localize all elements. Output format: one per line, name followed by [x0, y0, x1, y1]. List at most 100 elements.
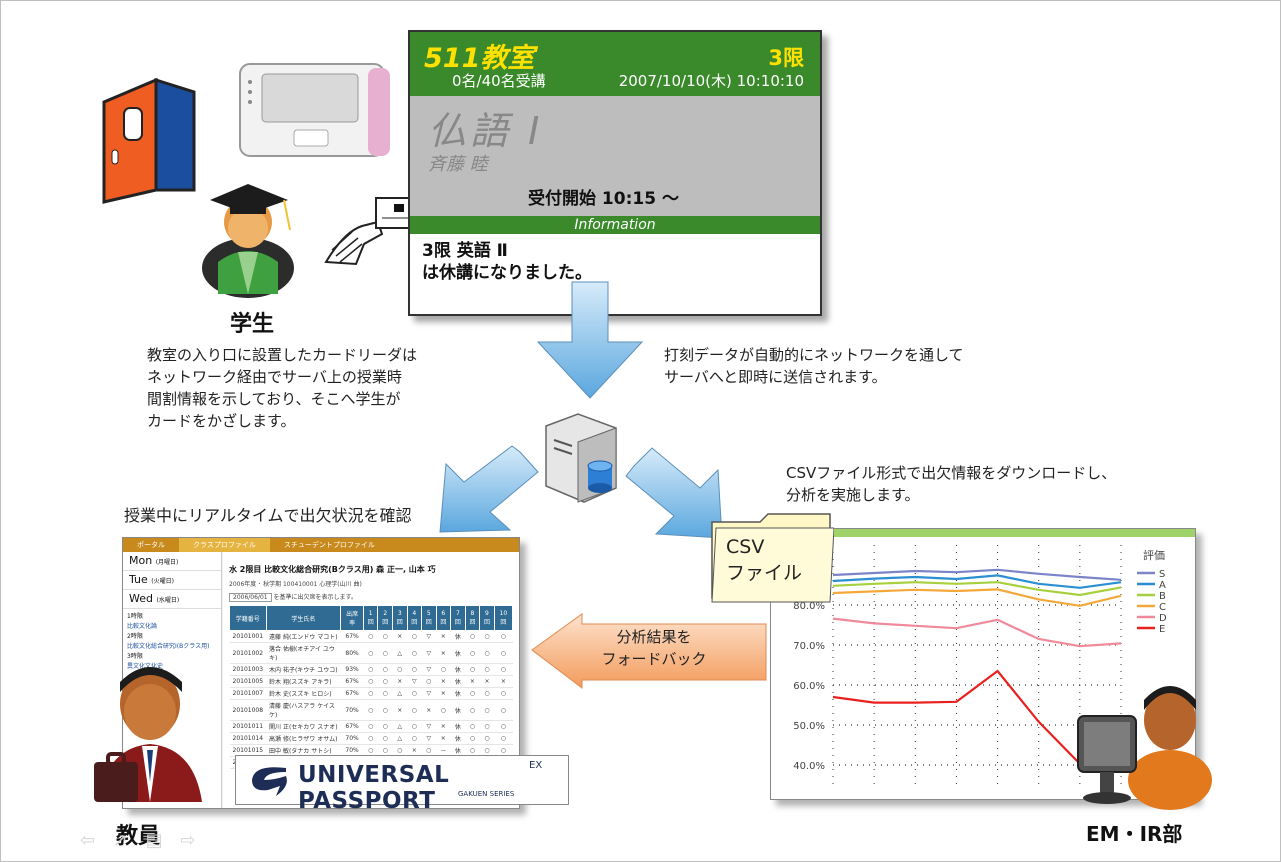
cell-mark: 休 [450, 687, 466, 700]
cell-mark: ○ [407, 732, 422, 745]
cell-mark: ○ [363, 720, 378, 733]
cell-mark: ○ [494, 687, 513, 700]
cell-mark: × [421, 699, 437, 721]
universal-passport-logo-icon [252, 767, 287, 796]
cell-mark: × [494, 675, 513, 688]
cell-rate: 67% [340, 630, 364, 643]
attendance-count: 0名/40名受講 [452, 72, 546, 90]
student-icon [202, 184, 294, 298]
day-tuesday[interactable]: Tue (火曜日) [123, 571, 221, 590]
cell-mark: ○ [436, 663, 451, 676]
cell-name: 鈴木 翔(スズキ アキラ) [266, 675, 341, 688]
display-datetime: 2007/10/10(木) 10:10:10 [618, 72, 804, 90]
cell-mark: ○ [377, 732, 393, 745]
cell-mark: ○ [363, 642, 378, 664]
cell-mark: 休 [450, 675, 466, 688]
cell-mark: ○ [494, 720, 513, 733]
cell-id: 20101007 [229, 687, 267, 700]
cell-mark: ○ [479, 642, 495, 664]
emir-label: EM・IR部 [1086, 822, 1183, 846]
display-header: 511教室 3限 0名/40名受講 2007/10/10(木) 10:10:10 [410, 32, 820, 96]
subject-name: 仏語 Ⅰ [428, 109, 544, 153]
cell-mark: ○ [494, 732, 513, 745]
cell-mark: ○ [407, 663, 422, 676]
period-label: 3限 [768, 46, 804, 70]
cell-mark: × [436, 732, 451, 745]
cell-mark: ○ [377, 687, 393, 700]
cell-mark: × [465, 675, 480, 688]
cell-mark: ▽ [421, 630, 437, 643]
cell-name: 落合 佑樹(オチアイ ユウキ) [266, 642, 341, 664]
cell-mark: △ [392, 732, 407, 745]
series-line-B [832, 581, 1122, 597]
student-description: 教室の入り口に設置したカードリーダは ネットワーク経由でサーバ上の授業時 間割情… [147, 346, 418, 430]
series-line-C [832, 588, 1122, 607]
cell-mark: × [436, 630, 451, 643]
cell-name: 木内 祐子(キウチ ユウコ) [266, 663, 341, 676]
cell-mark: ○ [465, 732, 480, 745]
card-reader-icon [239, 63, 390, 157]
tab-class-profile[interactable]: クラスプロファイル [179, 538, 270, 552]
legend-label-S: S [1159, 569, 1165, 580]
cell-mark: ▽ [421, 642, 437, 664]
cell-mark: ○ [494, 699, 513, 721]
cell-mark: ▽ [407, 675, 422, 688]
cell-mark: ○ [479, 699, 495, 721]
cell-id: 20101001 [229, 630, 267, 643]
cell-mark: ○ [407, 630, 422, 643]
day-monday[interactable]: Mon (月曜日) [123, 552, 221, 571]
cell-mark: ○ [479, 720, 495, 733]
cell-mark: × [392, 699, 407, 721]
date-input[interactable]: 2006/06/01 [229, 593, 272, 602]
cell-mark: × [479, 675, 495, 688]
door-icon [102, 77, 196, 204]
arrow-to-emir-icon [625, 447, 723, 539]
cell-mark: ○ [436, 699, 451, 721]
cell-mark: ○ [465, 642, 480, 664]
cell-mark: ○ [465, 720, 480, 733]
table-header: 7回 [450, 605, 466, 631]
cell-mark: ○ [363, 687, 378, 700]
cell-name: 高瀬 修(ヒラザワ オサム) [266, 732, 341, 745]
cell-name: 鈴木 史(スズキ ヒロシ) [266, 687, 341, 700]
cell-mark: ○ [494, 663, 513, 676]
cell-id: 20101003 [229, 663, 267, 676]
tab-student-profile[interactable]: スチューデントプロファイル [283, 541, 375, 549]
day-wednesday[interactable]: Wed (水曜日) [123, 590, 221, 609]
series-line-E [832, 669, 1122, 766]
csv-file: CSV ファイル [710, 512, 834, 604]
feedback-arrow-icon [531, 613, 767, 690]
table-header: 3回 [392, 605, 408, 631]
arrow-to-teacher-icon [439, 445, 539, 533]
cell-mark: ○ [363, 732, 378, 745]
universal-passport-logo: UNIVERSAL PASSPORT EX GAKUEN SERIES [235, 755, 569, 814]
cell-name: 関川 正(セキカワ スナオ) [266, 720, 341, 733]
cell-id: 20101014 [229, 732, 267, 745]
cell-mark: ○ [377, 663, 393, 676]
legend-label-B: B [1159, 591, 1166, 602]
cell-mark: ▽ [421, 687, 437, 700]
cell-mark: × [392, 630, 407, 643]
slide-nav-icons[interactable]: ⇦ ↗ ▤ ⇨ [80, 830, 202, 851]
cell-mark: ○ [479, 663, 495, 676]
reader-display: 511教室 3限 0名/40名受講 2007/10/10(木) 10:10:10… [408, 30, 822, 316]
cell-mark: 休 [450, 732, 466, 745]
cell-name: 清藤 慶(ハスアラ ケイスケ) [266, 699, 341, 721]
series-line-S [832, 568, 1122, 581]
csv-label-line2: ファイル [726, 562, 803, 584]
table-header: 出席率 [340, 605, 364, 631]
cell-mark: △ [392, 687, 407, 700]
cell-mark: 休 [450, 720, 466, 733]
series-line-A [832, 574, 1122, 589]
y-tick-label: 70.0% [793, 641, 825, 652]
tab-portal[interactable]: ポータル [137, 541, 165, 549]
cell-name: 遠藤 純(エンドウ マコト) [266, 630, 341, 643]
cell-mark: ○ [377, 675, 393, 688]
